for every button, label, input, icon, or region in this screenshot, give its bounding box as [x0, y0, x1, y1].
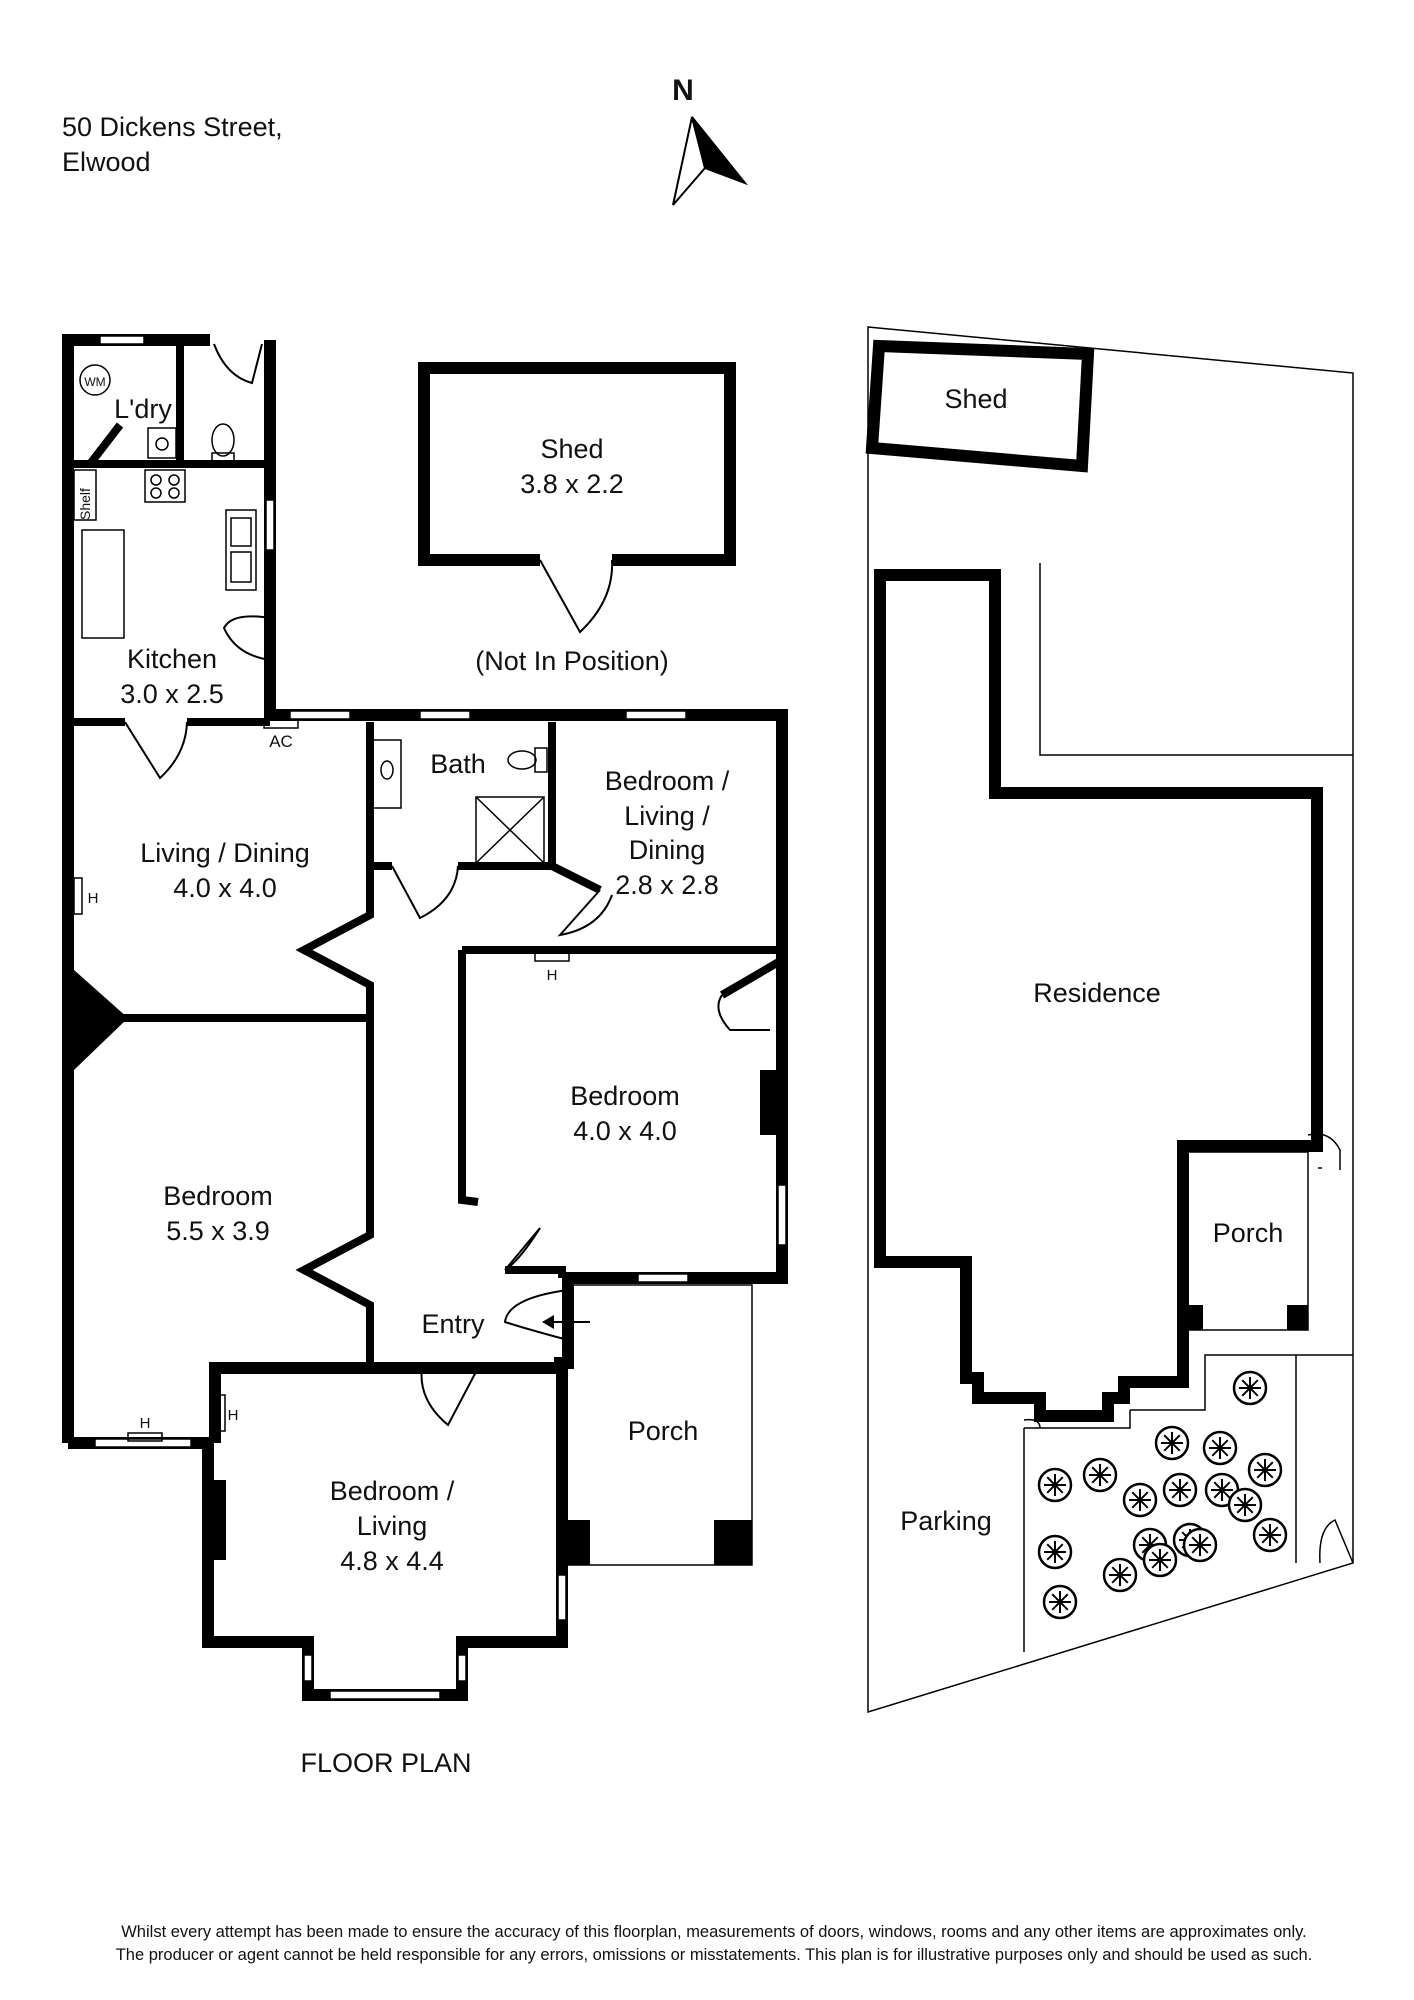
living-dining-dims: 4.0 x 4.0: [173, 873, 277, 903]
address-line-1: 50 Dickens Street,: [62, 112, 283, 142]
living-dining-label: Living / Dining: [140, 838, 310, 868]
shed-note: (Not In Position): [475, 646, 669, 676]
heater-label-bedroom-living: H: [228, 1407, 239, 1424]
shelf-label: Shelf: [77, 488, 93, 520]
bedroom-living-dining-line3: Dining: [629, 835, 706, 865]
kitchen-label: Kitchen: [127, 644, 217, 674]
front-bedroom-dims: 4.0 x 4.0: [573, 1116, 677, 1146]
tree-icon-stroke: [1046, 1543, 1064, 1561]
bedroom-living-dining-dims: 2.8 x 2.8: [615, 870, 719, 900]
tree-icon-stroke: [1111, 1566, 1129, 1584]
tree-icon-stroke: [1241, 1379, 1259, 1397]
tree-icon-stroke: [1091, 1466, 1109, 1484]
bedroom-living-dining-line2: Living /: [624, 801, 710, 831]
large-bedroom-dims: 5.5 x 3.9: [166, 1216, 270, 1246]
laundry-label: L'dry: [114, 394, 172, 424]
bedroom-living-line1: Bedroom /: [330, 1476, 455, 1506]
heater-label-living: H: [88, 890, 99, 907]
site-plan: Shed Residence Porch Parking: [865, 326, 1354, 1714]
entry-label: Entry: [421, 1309, 485, 1339]
tree-icon-stroke: [1261, 1526, 1279, 1544]
parking-label: Parking: [900, 1506, 992, 1536]
tree-icon-stroke: [1151, 1551, 1169, 1569]
large-bedroom-label: Bedroom: [163, 1181, 273, 1211]
shed-dims: 3.8 x 2.2: [520, 469, 624, 499]
tree-icon-stroke: [1211, 1439, 1229, 1457]
heater-label-bedroom: H: [140, 1415, 151, 1432]
tree-icon-stroke: [1141, 1536, 1159, 1554]
heater-label-front-bedroom: H: [547, 967, 558, 984]
tree-icon-stroke: [1046, 1476, 1064, 1494]
garden-trees: [1037, 1370, 1288, 1620]
front-bedroom-label: Bedroom: [570, 1081, 680, 1111]
main-house-plan: WM Shelf AC H H H H L'dry Kitchen 3.0: [62, 334, 788, 1701]
porch-label: Porch: [628, 1416, 699, 1446]
ac-label: AC: [269, 732, 293, 751]
north-arrow-icon: N: [672, 74, 749, 206]
tree-icon-stroke: [1236, 1496, 1254, 1514]
bedroom-living-dining-line1: Bedroom /: [605, 766, 730, 796]
bedroom-living-dims: 4.8 x 4.4: [340, 1546, 444, 1576]
kitchen-dims: 3.0 x 2.5: [120, 679, 224, 709]
shed-label: Shed: [540, 434, 603, 464]
tree-icon-stroke: [1163, 1434, 1181, 1452]
tree-icon-stroke: [1256, 1461, 1274, 1479]
bedroom-living-line2: Living: [357, 1511, 428, 1541]
bath-label: Bath: [430, 749, 486, 779]
residence-label: Residence: [1033, 978, 1161, 1008]
shed-plan: Shed 3.8 x 2.2 (Not In Position): [418, 362, 736, 676]
tree-icon-stroke: [1213, 1481, 1231, 1499]
tree-icon-stroke: [1171, 1481, 1189, 1499]
address-line-2: Elwood: [62, 147, 151, 177]
floor-plan-title: FLOOR PLAN: [300, 1748, 471, 1778]
washing-machine-label: WM: [84, 375, 105, 389]
property-address: 50 Dickens Street, Elwood: [62, 110, 283, 180]
site-porch-label: Porch: [1213, 1218, 1284, 1248]
site-shed-label: Shed: [944, 384, 1007, 414]
disclaimer-line-1: Whilst every attempt has been made to en…: [121, 1923, 1307, 1941]
tree-icon-stroke: [1051, 1593, 1069, 1611]
tree-icon-stroke: [1131, 1491, 1149, 1509]
north-label: N: [672, 74, 694, 107]
tree-icon-stroke: [1191, 1536, 1209, 1554]
disclaimer-line-2: The producer or agent cannot be held res…: [116, 1946, 1313, 1964]
